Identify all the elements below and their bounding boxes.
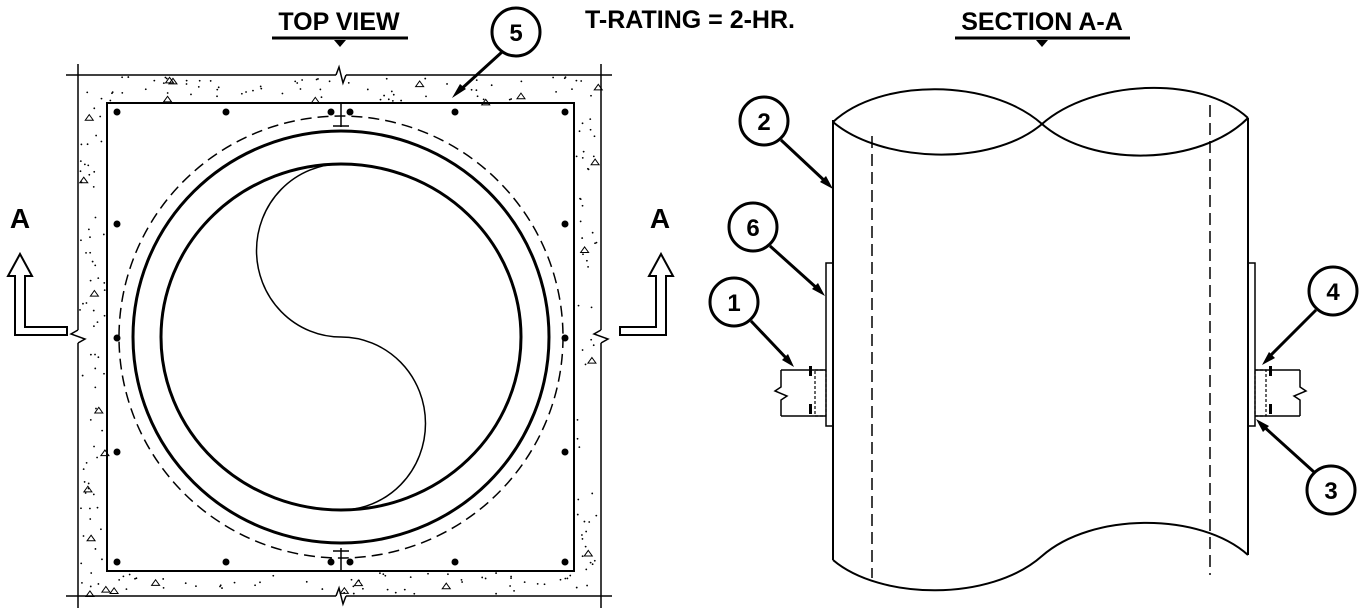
sleeve-outer-circle <box>131 129 551 545</box>
callout-5: 5 <box>452 6 542 98</box>
top-view-title-marker <box>334 40 346 47</box>
section-view: SECTION A-A <box>708 8 1359 592</box>
callout-2: 2 <box>738 95 833 189</box>
callout-3: 3 <box>1256 419 1357 516</box>
svg-text:2: 2 <box>757 109 770 136</box>
sleeve-right <box>1247 262 1308 427</box>
top-view: TOP VIEW <box>66 6 612 608</box>
svg-text:3: 3 <box>1324 478 1337 505</box>
rating-note: T-RATING = 2-HR. <box>585 6 795 34</box>
slab-outline <box>66 64 612 608</box>
fastener-dots <box>113 108 569 566</box>
svg-text:A: A <box>10 203 30 234</box>
sleeve-left <box>773 262 834 427</box>
callout-6: 6 <box>727 201 825 296</box>
callout-4: 4 <box>1262 265 1359 365</box>
section-mark-right: A <box>619 203 675 336</box>
pipe-break-curve <box>255 163 427 511</box>
svg-text:6: 6 <box>746 215 759 242</box>
svg-text:A: A <box>650 203 670 234</box>
section-mark-left: A <box>6 203 68 336</box>
sleeve-hidden-circle <box>118 115 564 559</box>
svg-text:1: 1 <box>727 290 740 317</box>
callout-1: 1 <box>708 276 794 367</box>
section-title-marker <box>1036 40 1048 47</box>
pipe-section <box>832 86 1249 592</box>
svg-text:4: 4 <box>1326 279 1340 306</box>
concrete-stipple <box>78 76 604 598</box>
top-view-title: TOP VIEW <box>278 8 400 36</box>
section-title: SECTION A-A <box>961 8 1123 36</box>
svg-text:5: 5 <box>509 20 522 47</box>
